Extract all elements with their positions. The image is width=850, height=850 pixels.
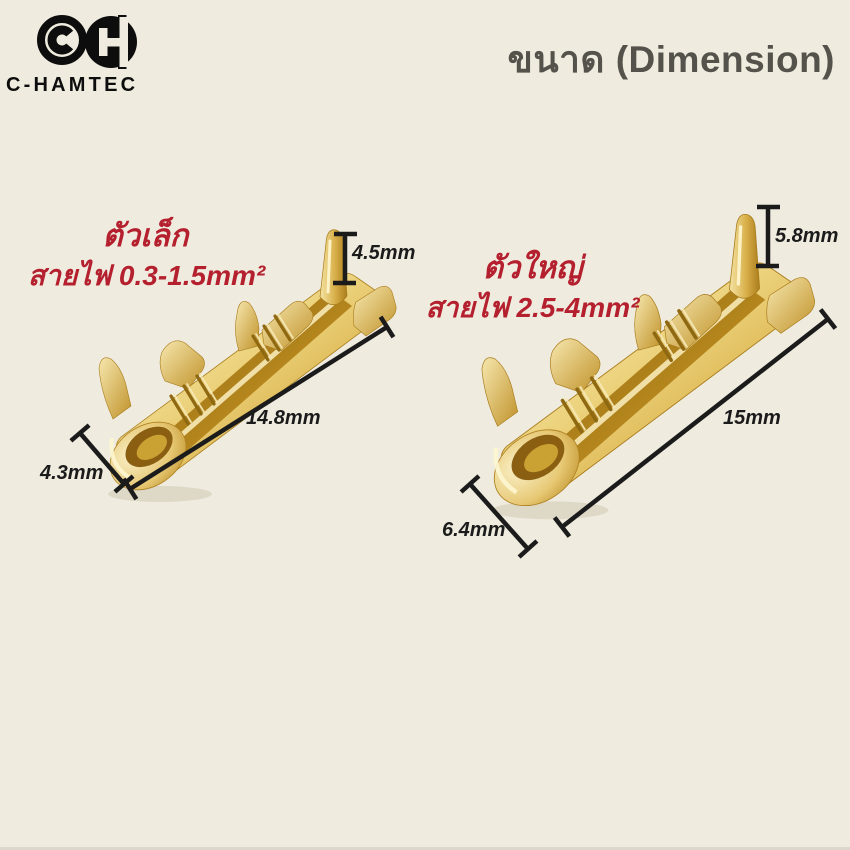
dim-label-large-height: 5.8mm: [775, 225, 839, 247]
brand-logo: C-HAMTEC: [6, 10, 176, 97]
dim-line-large-height: [756, 204, 780, 269]
dim-lines-small: [69, 231, 396, 501]
brand-name: C-HAMTEC: [6, 74, 139, 96]
dim-label-large-length: 15mm: [723, 407, 781, 429]
label-small-terminal: ตัวเล็ก สายไฟ 0.3-1.5mm²: [28, 218, 266, 292]
dim-label-large-width: 6.4mm: [442, 519, 506, 541]
image-bottom-edge: [0, 847, 850, 850]
dim-line-small-length: [121, 315, 396, 501]
small-terminal-wire-spec: สายไฟ 0.3-1.5mm²: [28, 259, 266, 291]
dim-label-small-length: 14.8mm: [246, 407, 321, 429]
large-terminal-name: ตัวใหญ่: [482, 250, 583, 285]
dim-lines-large: [459, 204, 838, 559]
dim-line-small-width: [69, 423, 135, 494]
label-large-terminal: ตัวใหญ่ สายไฟ 2.5-4mm²: [420, 250, 645, 324]
dim-label-small-width: 4.3mm: [40, 462, 104, 484]
page-title: ขนาด (Dimension): [507, 39, 835, 80]
dim-line-small-height: [333, 231, 357, 286]
dim-label-small-height: 4.5mm: [352, 242, 416, 264]
dim-line-large-length: [552, 308, 838, 538]
small-terminal-name: ตัวเล็ก: [102, 218, 189, 253]
dim-line-large-width: [459, 474, 539, 559]
large-terminal-wire-spec: สายไฟ 2.5-4mm²: [425, 291, 640, 323]
brand-monogram-icon: [37, 15, 137, 69]
